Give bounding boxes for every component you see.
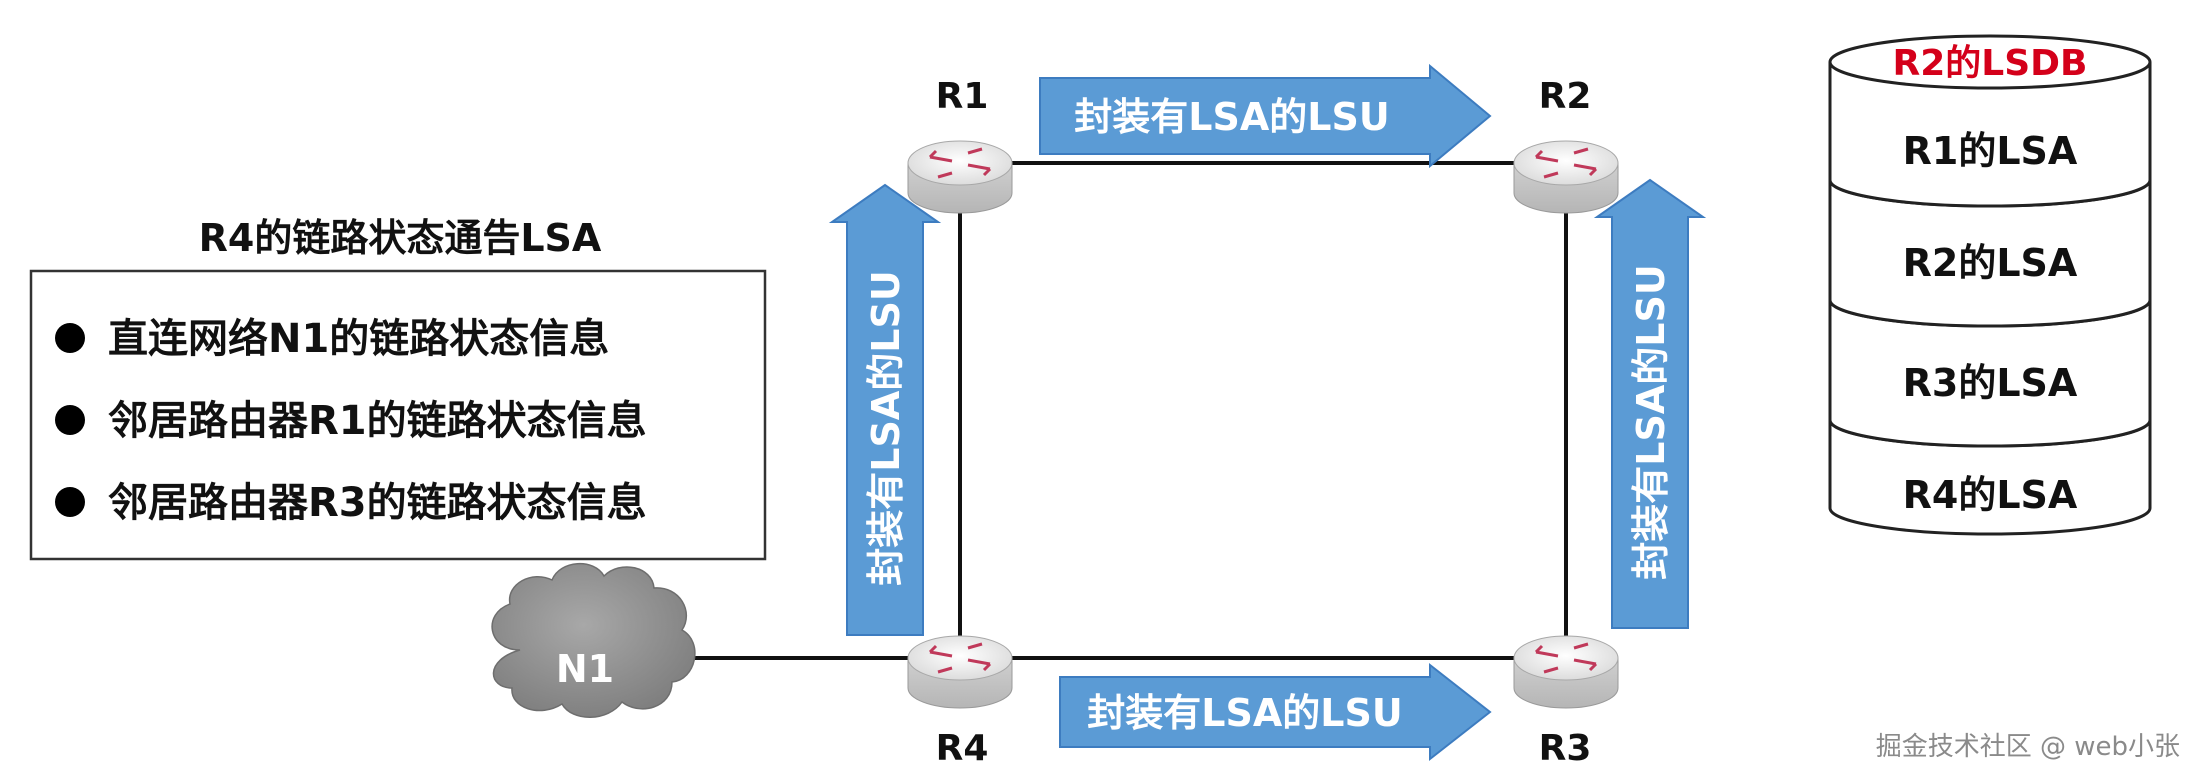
router-r4: R4	[907, 635, 1013, 769]
router-icon	[1513, 140, 1619, 214]
flow-arrow-r3-r2: 封装有LSA的LSU	[1593, 178, 1707, 629]
arrow-up-icon	[1593, 178, 1707, 629]
flow-arrow-r4-r3: 封装有LSA的LSU	[1059, 662, 1492, 762]
router-r3-label: R3	[1539, 728, 1592, 769]
lsdb-title: R2的LSDB	[1893, 43, 2088, 84]
lsdb-stack: R2的LSDB R1的LSA R2的LSA R3的LSA R4的LSA	[1828, 34, 2152, 536]
flow-label-r4-r3: 封装有LSA的LSU	[1087, 691, 1402, 735]
lsdb-entry-4: R4的LSA	[1903, 473, 2078, 517]
cloud-icon	[491, 562, 696, 718]
router-r3: R3	[1513, 635, 1619, 769]
flow-label-r3-r2: 封装有LSA的LSU	[1629, 264, 1673, 579]
watermark: 掘金技术社区 @ web小张	[1876, 732, 2180, 762]
lsa-item-2: 邻居路由器R1的链路状态信息	[108, 398, 647, 444]
network-n1: N1	[491, 562, 696, 718]
network-n1-label: N1	[556, 647, 614, 691]
lsdb-segment-3	[1828, 300, 2152, 448]
flow-arrow-r1-r2: 封装有LSA的LSU	[1039, 63, 1492, 169]
router-r1: R1	[907, 76, 1013, 214]
router-icon	[1513, 635, 1619, 709]
lsdb-segment-4	[1828, 420, 2152, 536]
flow-label-r4-r1: 封装有LSA的LSU	[864, 270, 908, 585]
arrow-up-icon	[828, 183, 942, 636]
lsa-item-3: 邻居路由器R3的链路状态信息	[108, 480, 647, 526]
arrow-right-icon	[1039, 63, 1492, 169]
links	[690, 161, 1568, 660]
lsa-panel-box	[29, 269, 767, 561]
router-r4-label: R4	[936, 728, 989, 769]
lsa-item-bullet-2	[55, 405, 85, 435]
flow-label-r1-r2: 封装有LSA的LSU	[1074, 95, 1389, 139]
router-icon	[907, 140, 1013, 214]
lsa-item-bullet-1	[55, 323, 85, 353]
router-r1-label: R1	[936, 76, 989, 117]
lsa-panel-title: R4的链路状态通告LSA	[199, 216, 602, 260]
router-r2: R2	[1513, 76, 1619, 214]
arrow-right-icon	[1059, 662, 1492, 762]
lsdb-segment-2	[1828, 180, 2152, 328]
lsa-item-1: 直连网络N1的链路状态信息	[108, 316, 609, 362]
router-r2-label: R2	[1539, 76, 1592, 117]
lsdb-entry-3: R3的LSA	[1903, 361, 2078, 405]
lsdb-entry-1: R1的LSA	[1903, 129, 2078, 173]
lsdb-lid	[1828, 34, 2152, 90]
lsdb-entry-2: R2的LSA	[1903, 241, 2078, 285]
lsa-item-bullet-3	[55, 487, 85, 517]
router-icon	[907, 635, 1013, 709]
lsa-panel: R4的链路状态通告LSA 直连网络N1的链路状态信息 邻居路由器R1的链路状态信…	[29, 216, 767, 561]
flow-arrow-r4-r1: 封装有LSA的LSU	[828, 183, 942, 636]
lsdb-segment-1	[1828, 62, 2152, 208]
